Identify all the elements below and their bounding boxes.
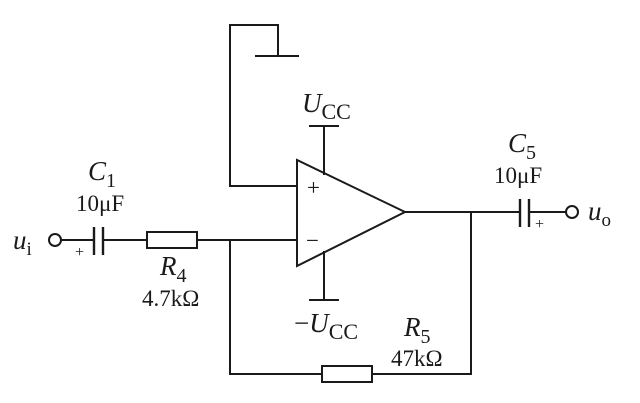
input-terminal	[48, 233, 62, 247]
c1-symbol: C	[88, 156, 107, 186]
positive-supply-subscript: CC	[322, 99, 351, 124]
c1-polarity: +	[75, 244, 84, 261]
r4-index: 4	[177, 265, 187, 287]
output-terminal	[565, 205, 579, 219]
noninverting-input-sign: +	[307, 175, 320, 200]
r4-value: 4.7kΩ	[142, 286, 199, 311]
c5-polarity: +	[535, 216, 544, 233]
input-subscript: i	[27, 239, 32, 260]
positive-supply-label: UCC	[302, 88, 351, 124]
positive-supply-rail	[309, 125, 339, 175]
r5-label: R5	[403, 312, 431, 348]
c5-label: C5	[508, 128, 536, 164]
r5-index: 5	[421, 326, 431, 348]
c1-capacitor	[92, 227, 105, 255]
r5-value: 47kΩ	[391, 346, 443, 371]
r5-symbol: R	[403, 312, 421, 342]
ground-wire	[229, 24, 299, 187]
c1-index: 1	[106, 170, 116, 192]
c1-value: 10μF	[76, 191, 124, 216]
opamp-triangle	[296, 158, 408, 268]
c5-index: 5	[526, 142, 536, 164]
r4-resistor	[146, 231, 198, 249]
output-subscript: o	[602, 210, 612, 231]
positive-supply-symbol: U	[302, 88, 323, 118]
output-label: uo	[588, 196, 611, 231]
r4-label: R4	[159, 251, 187, 287]
negative-supply-rail	[309, 251, 339, 301]
negative-supply-symbol: U	[309, 308, 330, 338]
inverting-input-sign: −	[306, 228, 319, 253]
c1-label: C1	[88, 156, 116, 192]
negative-supply-prefix: −	[294, 308, 309, 338]
c5-value: 10μF	[494, 163, 542, 188]
c5-symbol: C	[508, 128, 527, 158]
input-symbol: u	[13, 225, 27, 255]
negative-supply-subscript: CC	[329, 319, 358, 344]
r5-resistor	[321, 365, 373, 383]
output-symbol: u	[588, 196, 602, 226]
feedback-wire-left	[229, 239, 323, 375]
r4-symbol: R	[159, 251, 177, 281]
feedback-wire-right	[371, 211, 472, 375]
input-label: ui	[13, 225, 32, 260]
negative-supply-label: −UCC	[294, 308, 358, 344]
c5-capacitor	[518, 199, 531, 227]
